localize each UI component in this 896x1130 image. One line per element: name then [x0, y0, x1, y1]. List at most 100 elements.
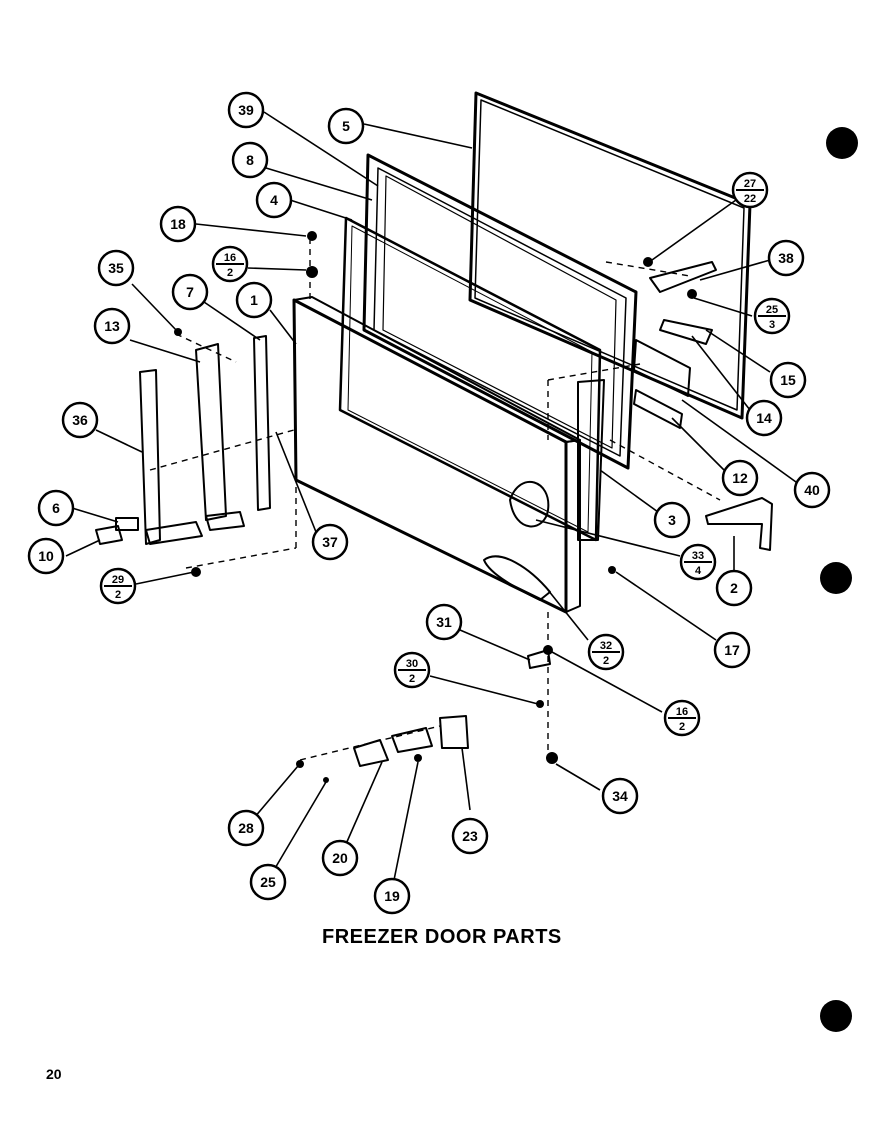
leader-line [289, 199, 353, 221]
callout-denominator: 2 [227, 267, 233, 279]
callout-circle [713, 631, 751, 669]
slide-rail [633, 339, 691, 397]
leader-line [693, 297, 753, 317]
bracket-15 [659, 319, 713, 345]
leader-line [247, 267, 307, 271]
leader-line [459, 629, 531, 661]
callout-label: 23 [462, 828, 478, 844]
screw [307, 231, 317, 241]
door-gasket-inner [373, 167, 627, 457]
mark-dot [820, 1000, 852, 1032]
callout-15: 15 [769, 361, 807, 399]
callout-4: 4 [255, 181, 293, 219]
callout-label: 36 [72, 412, 88, 428]
callout-circle [321, 839, 359, 877]
callout-numerator: 33 [692, 550, 704, 562]
callout-label: 25 [260, 874, 276, 890]
leader-line [129, 339, 201, 363]
leader-line [95, 429, 143, 453]
side-rail [577, 379, 605, 541]
leader-line [203, 301, 261, 341]
assembly-line [609, 439, 721, 501]
callout-5-top: 5 [327, 107, 365, 145]
callout-20: 20 [321, 839, 359, 877]
callout-label: 17 [724, 642, 740, 658]
callout-circle [227, 91, 265, 129]
screw [608, 566, 616, 574]
callout-denominator: 3 [769, 319, 775, 331]
callout-numerator: 29 [112, 574, 124, 586]
callout-10: 10 [27, 537, 65, 575]
assembly-line [547, 363, 641, 381]
screw [191, 567, 201, 577]
callout-12: 12 [721, 459, 759, 497]
callout-30-2: 302 [393, 651, 431, 689]
bracket-38 [649, 261, 717, 293]
leader-line [429, 675, 539, 705]
leader-line [699, 259, 771, 281]
callout-denominator: 2 [409, 673, 415, 685]
callout-32-2: 322 [587, 633, 625, 671]
callout-label: 14 [756, 410, 772, 426]
diagram-title: FREEZER DOOR PARTS [322, 926, 562, 948]
callout-33-4: 334 [679, 543, 717, 581]
callout-circle [27, 537, 65, 575]
leader-line [651, 199, 737, 261]
callout-circle [93, 307, 131, 345]
door-outer-panel-inner-edge [474, 99, 745, 411]
callout-label: 12 [732, 470, 748, 486]
bracket-13-foot [205, 511, 245, 531]
door-outer-panel [468, 91, 752, 420]
callout-7: 7 [171, 273, 209, 311]
door-gasket-inner-2 [382, 175, 617, 449]
leader-line [135, 571, 195, 585]
callout-16-2-lower: 162 [663, 699, 701, 737]
callout-28: 28 [227, 809, 265, 847]
bracket-13 [195, 343, 227, 521]
callout-denominator: 2 [603, 655, 609, 667]
callout-circle [61, 401, 99, 439]
callout-label: 28 [238, 820, 254, 836]
callout-circle [373, 877, 411, 915]
leader-line [269, 309, 297, 345]
callout-label: 6 [52, 500, 60, 516]
callout-circle [715, 569, 753, 607]
slide-rail-lower [633, 389, 683, 429]
callout-denominator: 4 [695, 565, 702, 577]
callout-36: 36 [61, 401, 99, 439]
callout-circle [37, 489, 75, 527]
callout-circle [721, 459, 759, 497]
callout-numerator: 32 [600, 640, 612, 652]
callout-14: 14 [745, 399, 783, 437]
callout-23: 23 [451, 817, 489, 855]
callout-numerator: 30 [406, 658, 418, 670]
leader-line [461, 747, 471, 811]
mark-dot [820, 562, 852, 594]
callout-13: 13 [93, 307, 131, 345]
leader-line [71, 507, 119, 523]
callout-label: 7 [186, 284, 194, 300]
callout-37: 37 [311, 523, 349, 561]
callout-label: 13 [104, 318, 120, 334]
callout-31: 31 [425, 603, 463, 641]
leader-line [615, 571, 717, 641]
callout-circle [231, 141, 269, 179]
callout-17: 17 [713, 631, 751, 669]
leader-line [265, 167, 373, 201]
leader-line [551, 651, 663, 713]
assembly-line [175, 333, 237, 363]
callout-denominator: 22 [744, 193, 756, 205]
leader-line [65, 539, 101, 557]
callout-label: 37 [322, 534, 338, 550]
leader-line [547, 589, 589, 641]
callout-label: 40 [804, 482, 820, 498]
callout-label: 3 [668, 512, 676, 528]
callout-label: 38 [778, 250, 794, 266]
breaker-strip-inner [347, 225, 593, 533]
callout-19: 19 [373, 877, 411, 915]
screw [323, 777, 329, 783]
callout-circle [249, 863, 287, 901]
callout-circle [227, 809, 265, 847]
screw [643, 257, 653, 267]
